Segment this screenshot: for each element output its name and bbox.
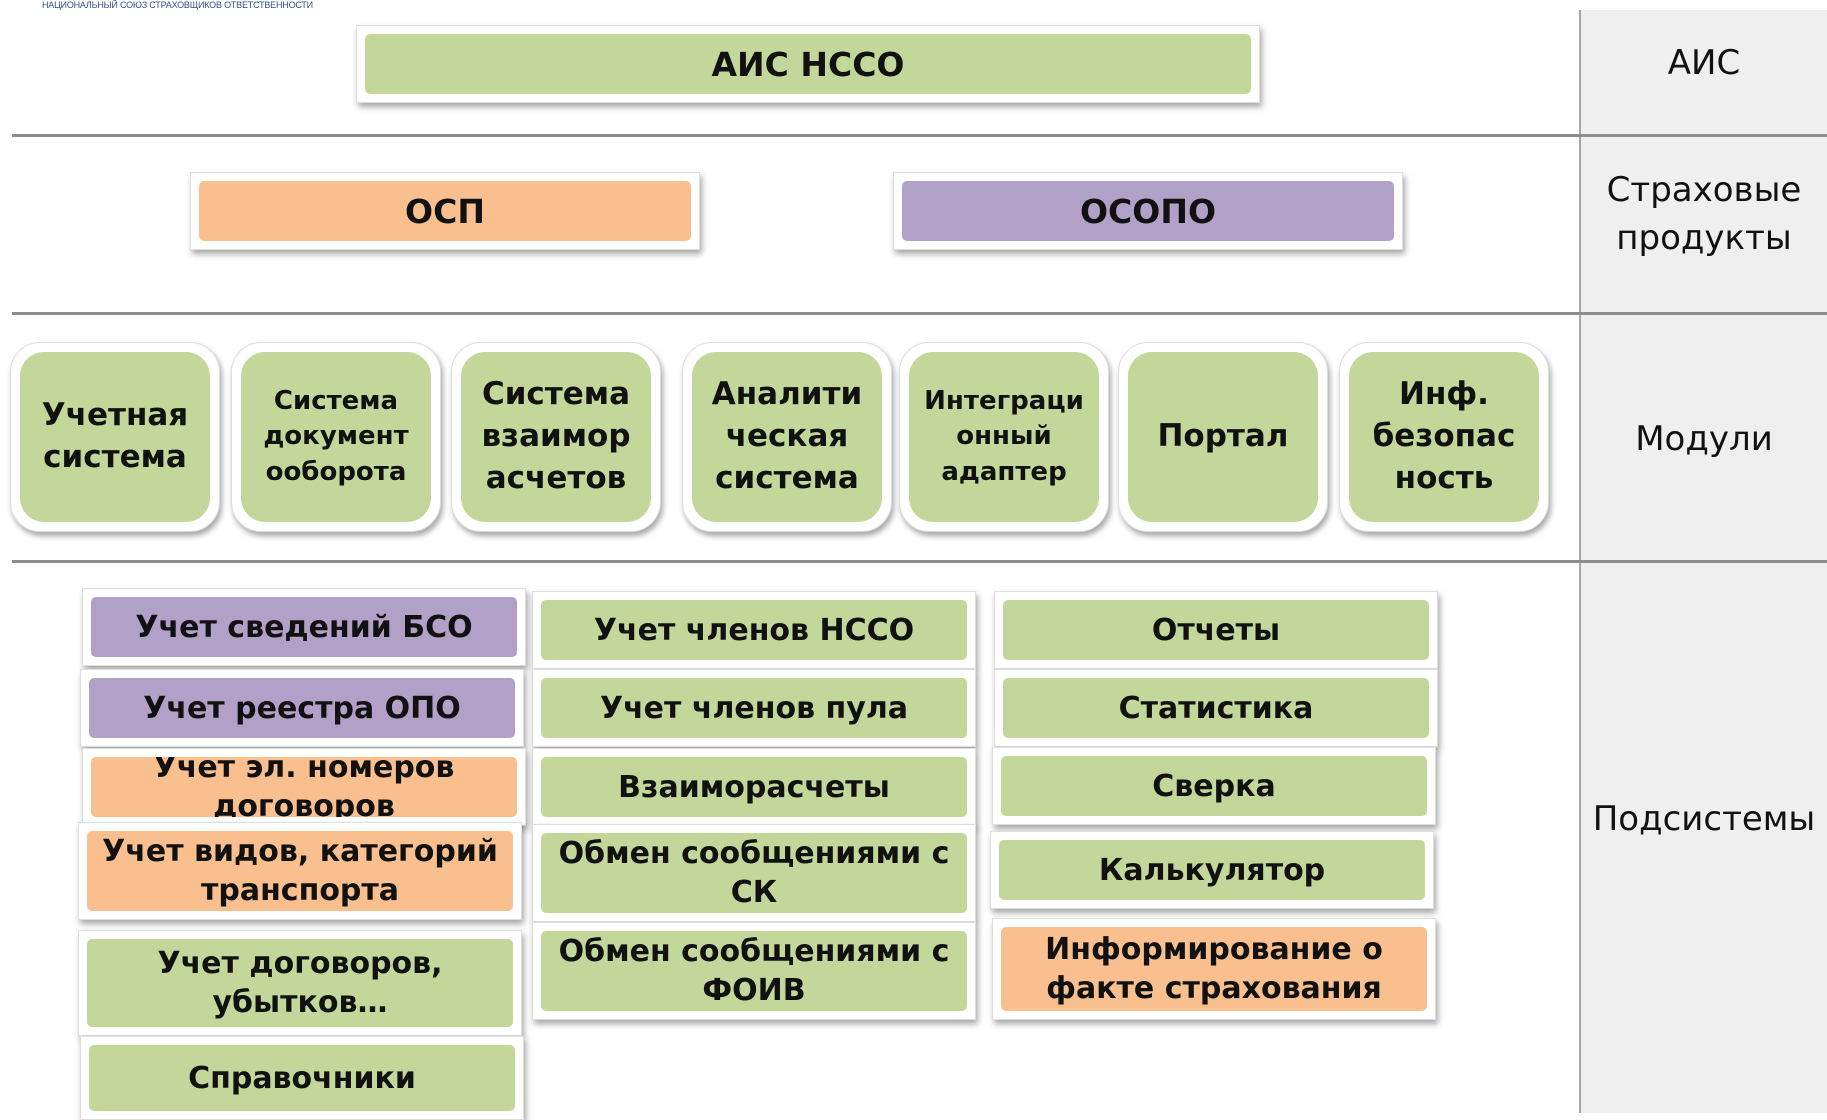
- level-label-modules: Модули: [1635, 419, 1773, 460]
- module-portal-frame: Портал: [1118, 342, 1328, 532]
- subsystem-contracts-losses: Учет договоров, убытков…: [87, 939, 513, 1027]
- module-analytics: Аналити ческая система: [692, 352, 882, 522]
- product-osp: ОСП: [199, 181, 691, 241]
- subsystem-insurance-notification: Информирование о факте страхования: [1001, 927, 1427, 1011]
- module-integration-adapter: Интеграци онный адаптер: [909, 352, 1099, 522]
- subsystem-statistics: Статистика: [1003, 678, 1429, 738]
- level-label-ais: АИС: [1667, 43, 1741, 84]
- subsystem-reconciliation: Сверка: [1001, 756, 1427, 816]
- module-document-flow-frame: Система документ ооборота: [231, 342, 441, 532]
- product-osopo: ОСОПО: [902, 181, 1394, 241]
- divider-modules: [12, 560, 1827, 563]
- level-label-subsystems: Подсистемы: [1592, 799, 1816, 840]
- subsystem-settlements-frame: Взаиморасчеты: [532, 748, 976, 826]
- subsystem-messaging-foiv-frame: Обмен сообщениями с ФОИВ: [532, 922, 976, 1020]
- divider-ais: [12, 134, 1827, 137]
- subsystem-contracts-losses-frame: Учет договоров, убытков…: [78, 930, 522, 1036]
- subsystem-reports-frame: Отчеты: [994, 591, 1438, 669]
- product-osp-frame: ОСП: [190, 172, 700, 250]
- subsystem-directories-frame: Справочники: [80, 1036, 524, 1120]
- level-label-products: Страховые продукты: [1606, 170, 1802, 258]
- subsystem-transport-categories-frame: Учет видов, категорий транспорта: [78, 822, 522, 920]
- module-infosec-frame: Инф. безопас ность: [1339, 342, 1549, 532]
- module-analytics-frame: Аналити ческая система: [682, 342, 892, 532]
- subsystem-opo-registry-frame: Учет реестра ОПО: [80, 669, 524, 747]
- module-integration-adapter-frame: Интеграци онный адаптер: [899, 342, 1109, 532]
- subsystem-calculator-frame: Калькулятор: [990, 831, 1434, 909]
- subsystem-messaging-sk: Обмен сообщениями с СК: [541, 833, 967, 913]
- module-portal: Портал: [1128, 352, 1318, 522]
- subsystem-directories: Справочники: [89, 1045, 515, 1111]
- module-settlements-frame: Система взаимор асчетов: [451, 342, 661, 532]
- org-caption: НАЦИОНАЛЬНЫЙ СОЮЗ СТРАХОВЩИКОВ ОТВЕТСТВЕ…: [42, 0, 313, 10]
- subsystem-settlements: Взаиморасчеты: [541, 757, 967, 817]
- subsystem-contract-numbers-frame: Учет эл. номеров договоров: [82, 748, 526, 826]
- module-document-flow: Система документ ооборота: [241, 352, 431, 522]
- subsystem-statistics-frame: Статистика: [994, 669, 1438, 747]
- subsystem-reconciliation-frame: Сверка: [992, 747, 1436, 825]
- ais-box-frame: АИС НССО: [356, 25, 1260, 103]
- subsystem-messaging-sk-frame: Обмен сообщениями с СК: [532, 824, 976, 922]
- subsystem-pool-members: Учет членов пула: [541, 678, 967, 738]
- module-infosec: Инф. безопас ность: [1349, 352, 1539, 522]
- subsystem-messaging-foiv: Обмен сообщениями с ФОИВ: [541, 931, 967, 1011]
- subsystem-insurance-notification-frame: Информирование о факте страхования: [992, 918, 1436, 1020]
- subsystem-bso-frame: Учет сведений БСО: [82, 588, 526, 666]
- subsystem-pool-members-frame: Учет членов пула: [532, 669, 976, 747]
- module-accounting: Учетная система: [20, 352, 210, 522]
- subsystem-calculator: Калькулятор: [999, 840, 1425, 900]
- module-settlements: Система взаимор асчетов: [461, 352, 651, 522]
- subsystem-nsso-members-frame: Учет членов НССО: [532, 591, 976, 669]
- product-osopo-frame: ОСОПО: [893, 172, 1403, 250]
- subsystem-nsso-members: Учет членов НССО: [541, 600, 967, 660]
- divider-products: [12, 312, 1827, 315]
- subsystem-reports: Отчеты: [1003, 600, 1429, 660]
- subsystem-contract-numbers: Учет эл. номеров договоров: [91, 757, 517, 817]
- module-accounting-frame: Учетная система: [10, 342, 220, 532]
- subsystem-transport-categories: Учет видов, категорий транспорта: [87, 831, 513, 911]
- ais-box: АИС НССО: [365, 34, 1251, 94]
- subsystem-bso: Учет сведений БСО: [91, 597, 517, 657]
- subsystem-opo-registry: Учет реестра ОПО: [89, 678, 515, 738]
